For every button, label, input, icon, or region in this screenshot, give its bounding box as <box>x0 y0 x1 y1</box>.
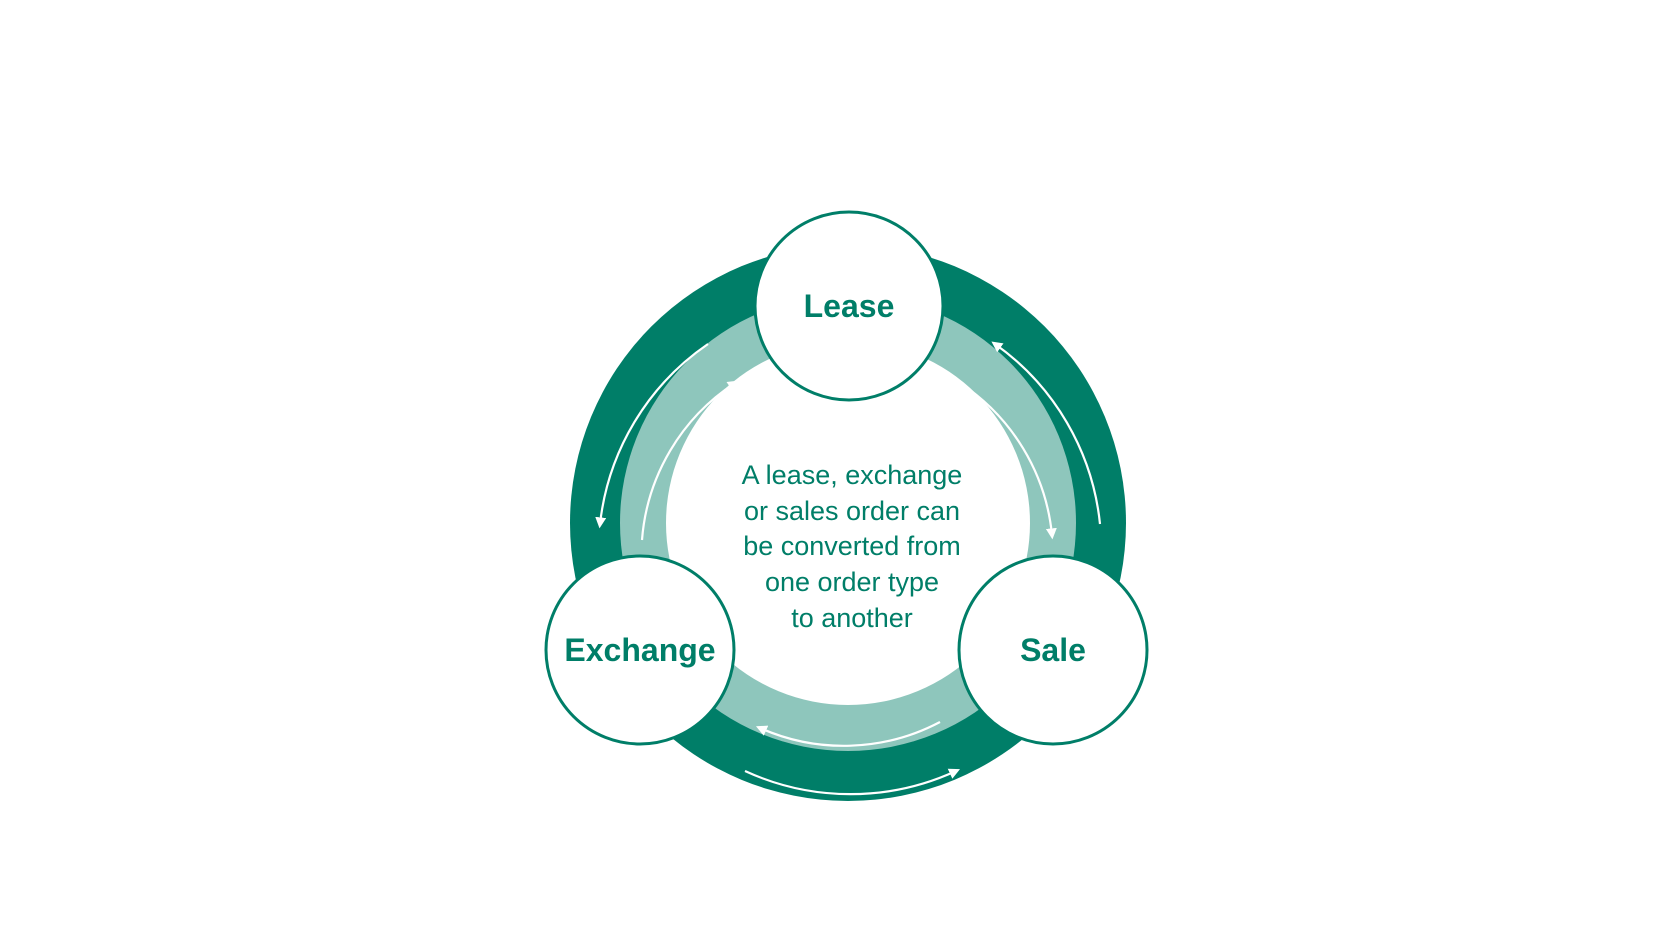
node-sale-circle <box>957 554 1149 746</box>
arrow-lease-to-exchange-outer <box>595 343 709 529</box>
arrow-sale-to-exchange-inner <box>755 721 941 747</box>
center-disc <box>666 341 1030 705</box>
node-exchange-circle <box>544 554 736 746</box>
node-lease: Lease <box>753 210 945 402</box>
center-line-4: one order type <box>765 567 939 597</box>
node-sale: Sale <box>957 554 1149 746</box>
center-line-2: or sales order can <box>744 496 960 526</box>
center-line-1: A lease, exchange <box>742 460 963 490</box>
arrow-lease-to-sale-inner <box>959 382 1057 540</box>
node-exchange-label: Exchange <box>564 632 715 668</box>
center-description: A lease, exchange or sales order can be … <box>742 460 963 633</box>
arrow-exchange-to-lease-inner <box>640 380 739 541</box>
arrow-exchange-to-sale-outer <box>744 768 960 796</box>
center-line-3: be converted from <box>743 531 961 561</box>
arrow-sale-to-lease-outer <box>991 341 1102 525</box>
node-exchange: Exchange <box>544 554 736 746</box>
center-line-5: to another <box>791 603 913 633</box>
node-sale-label: Sale <box>1020 632 1086 668</box>
node-lease-label: Lease <box>804 288 895 324</box>
node-lease-circle <box>753 210 945 402</box>
